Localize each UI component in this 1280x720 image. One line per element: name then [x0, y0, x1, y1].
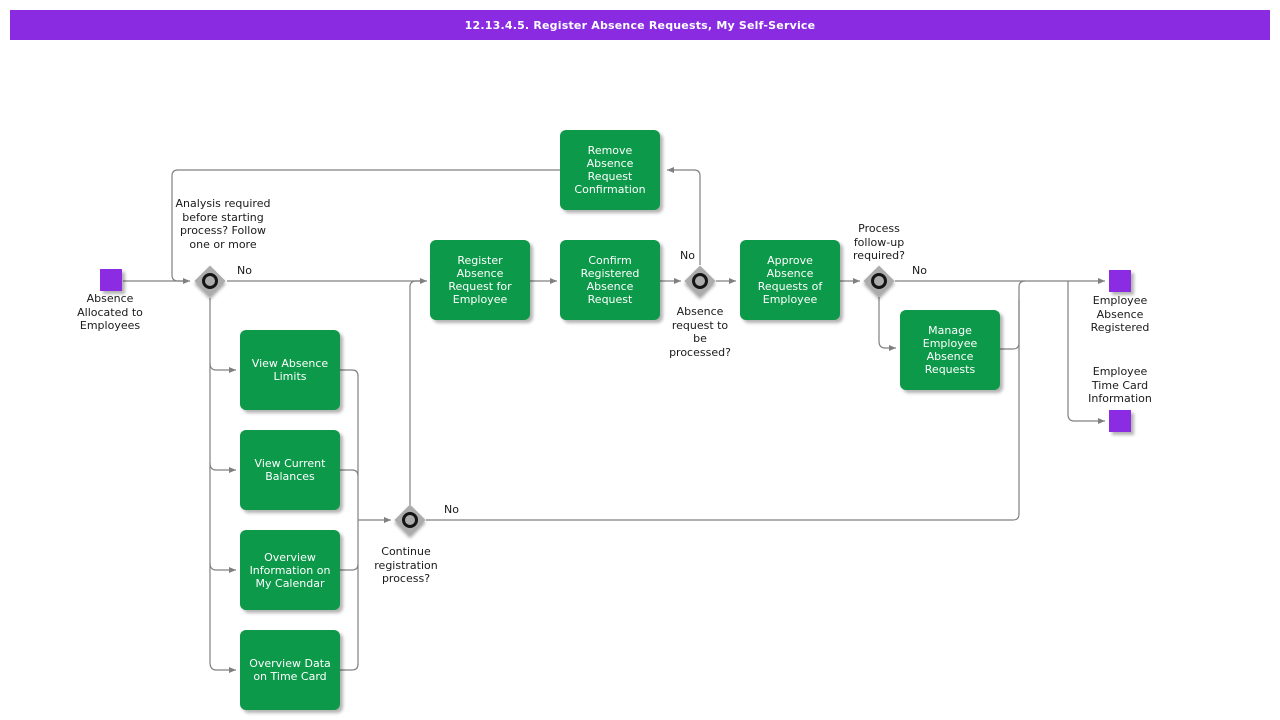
task-overview-data-timecard[interactable]: Overview Data on Time Card [240, 630, 340, 710]
flow-branch-overview-calendar [209, 562, 236, 573]
flow-gateway2-up-to-remove [667, 167, 701, 265]
gateway-analysis-no-label: No [237, 264, 252, 277]
flow-manage-out-merge [1000, 300, 1020, 350]
gateway-followup-question: Process follow-up required? [853, 222, 905, 262]
end-event-timecard-label: Employee Time Card Information [1088, 365, 1152, 405]
gateway-inclusive-circle-icon [402, 512, 418, 528]
task-view-absence-limits[interactable]: View Absence Limits [240, 330, 340, 410]
gateway-continue-no-label: No [444, 503, 459, 516]
flow-branch-to-timecard-end [1067, 281, 1105, 424]
title-bar: 12.13.4.5. Register Absence Requests, My… [10, 10, 1270, 40]
gateway-absence-request-processed [684, 265, 716, 297]
flow-calendar-out [340, 563, 359, 571]
flow-remove-to-gateway1 [171, 169, 560, 282]
gateway-analysis-question: Analysis required before starting proces… [175, 197, 271, 251]
gateway-analysis-required [194, 265, 226, 297]
gateway-process-followup [863, 265, 895, 297]
gateway-continue-question: Continue registration process? [374, 545, 438, 585]
task-view-current-balances[interactable]: View Current Balances [240, 430, 340, 510]
task-approve-absence-requests[interactable]: Approve Absence Requests of Employee [740, 240, 840, 320]
flow-continue-up-merge [409, 280, 423, 505]
gateway-absence-request-no-label: No [680, 249, 695, 262]
start-event-square [100, 269, 122, 291]
end-event-absence-registered-square [1109, 270, 1131, 292]
task-overview-information-calendar[interactable]: Overview Information on My Calendar [240, 530, 340, 610]
task-manage-employee-absence-requests[interactable]: Manage Employee Absence Requests [900, 310, 1000, 390]
gateway-inclusive-circle-icon [202, 273, 218, 289]
page-title: 12.13.4.5. Register Absence Requests, My… [464, 18, 816, 32]
task-register-absence-request[interactable]: Register Absence Request for Employee [430, 240, 530, 320]
gateway-continue-registration [394, 504, 426, 536]
flow-branch-view-limits [209, 362, 236, 373]
end-event-timecard-square [1109, 410, 1131, 432]
flow-branch-view-balances [209, 462, 236, 473]
start-event-label: Absence Allocated to Employees [77, 292, 143, 332]
flow-continue-no [426, 280, 1026, 521]
end-event-absence-registered-label: Employee Absence Registered [1090, 294, 1150, 334]
task-remove-absence-request-confirmation[interactable]: Remove Absence Request Confirmation [560, 130, 660, 210]
flow-balances-out [340, 469, 359, 477]
flow-gateway1-down-to-timecard-box [209, 298, 236, 673]
task-confirm-registered-absence-request[interactable]: Confirm Registered Absence Request [560, 240, 660, 320]
gateway-inclusive-circle-icon [871, 273, 887, 289]
gateway-inclusive-circle-icon [692, 273, 708, 289]
gateway-followup-no-label: No [912, 264, 927, 277]
flow-timecard-out [340, 663, 359, 671]
flow-limits-out [340, 369, 359, 377]
gateway-absence-request-question: Absence request to be processed? [669, 305, 731, 359]
flow-gateway3-down-to-manage [878, 297, 896, 351]
